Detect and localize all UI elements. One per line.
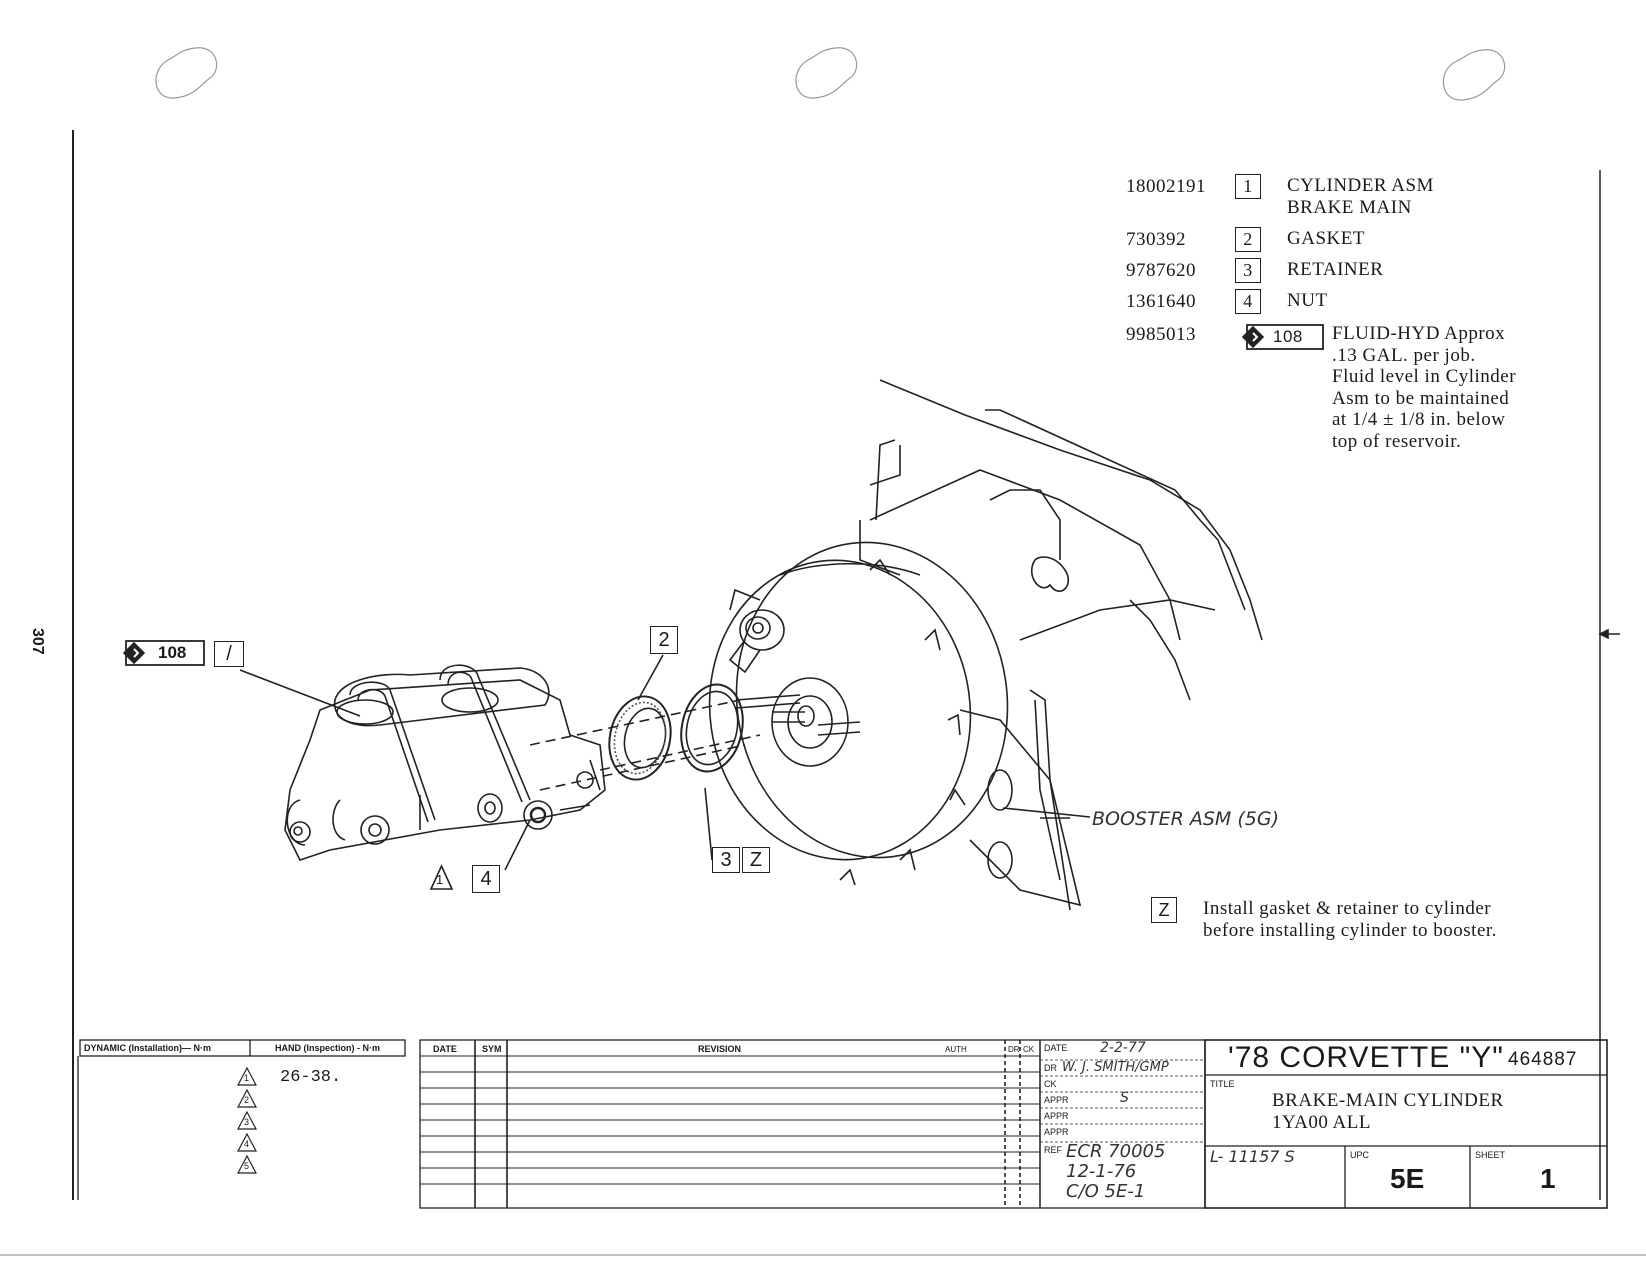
part-ref-box: 3 bbox=[1235, 258, 1261, 283]
sheet-value: 1 bbox=[1540, 1163, 1556, 1194]
part-number: 18002191 bbox=[1126, 176, 1206, 197]
date-label: DATE bbox=[1044, 1043, 1068, 1053]
callout-cylinder: / bbox=[214, 641, 244, 667]
model-title: '78 CORVETTE "Y" bbox=[1228, 1041, 1504, 1074]
torque-tri-label: 5 bbox=[244, 1161, 250, 1171]
part-description-line2: BRAKE MAIN bbox=[1287, 197, 1412, 218]
dr-label: DR bbox=[1044, 1063, 1057, 1073]
part-description: GASKET bbox=[1287, 228, 1365, 249]
appr-label: APPR bbox=[1044, 1095, 1069, 1105]
installation-note: Install gasket & retainer to cylinder be… bbox=[1203, 898, 1497, 942]
callout-nut-triangle-label: 1 bbox=[436, 872, 444, 887]
ref-line: ECR 70005 bbox=[1066, 1141, 1166, 1162]
gasket-part bbox=[608, 695, 672, 781]
callout-gasket: 2 bbox=[650, 626, 678, 654]
fluid-line: top of reservoir. bbox=[1332, 430, 1462, 452]
appr-value: S bbox=[1120, 1090, 1129, 1106]
rev-sym-header: SYM bbox=[482, 1044, 502, 1054]
fluid-line: Fluid level in Cylinder bbox=[1332, 366, 1517, 387]
hand-header: HAND (Inspection) - N·m bbox=[275, 1043, 380, 1053]
upc-value: 5E bbox=[1390, 1163, 1425, 1194]
fluid-ref: 108 bbox=[1273, 327, 1303, 346]
leader-retainer bbox=[704, 787, 713, 861]
appr3-label: APPR bbox=[1044, 1127, 1069, 1137]
fluid-line: at 1/4 ± 1/8 in. below bbox=[1332, 409, 1506, 430]
ck-label: CK bbox=[1044, 1079, 1057, 1089]
torque-tri-label: 3 bbox=[244, 1117, 250, 1127]
punch-hole-center bbox=[795, 47, 858, 99]
title-line: BRAKE-MAIN CYLINDER bbox=[1272, 1090, 1504, 1111]
part-description: RETAINER bbox=[1287, 259, 1384, 280]
torque-value: 26-38. bbox=[280, 1068, 342, 1087]
sheet-label: SHEET bbox=[1475, 1150, 1506, 1160]
punch-hole-right bbox=[1442, 49, 1506, 101]
leader-gasket bbox=[637, 654, 664, 701]
fluid-line: FLUID-HYD Approx bbox=[1332, 323, 1506, 344]
part-ref-box: 4 bbox=[1235, 289, 1261, 314]
title-line: 1YA00 ALL bbox=[1272, 1112, 1371, 1133]
rev-auth-header: AUTH bbox=[945, 1045, 967, 1054]
fluid-tag-diagram bbox=[122, 640, 205, 666]
title-label: TITLE bbox=[1210, 1079, 1235, 1089]
dynamic-header: DYNAMIC (Installation)— N·m bbox=[84, 1043, 211, 1053]
leader-nut bbox=[504, 819, 531, 871]
leader-cylinder bbox=[239, 669, 361, 717]
torque-triangle-nut bbox=[429, 864, 454, 890]
rev-revision-header: REVISION bbox=[698, 1044, 742, 1054]
ref-line: 12-1-76 bbox=[1066, 1161, 1137, 1182]
document-number: 464887 bbox=[1508, 1049, 1578, 1070]
part-ref-box: 2 bbox=[1235, 227, 1261, 252]
dr-value: W. J. SMITH/GMP bbox=[1062, 1060, 1169, 1075]
note-line: before installing cylinder to booster. bbox=[1203, 920, 1497, 941]
part-number: 1361640 bbox=[1126, 291, 1196, 312]
booster-assembly bbox=[708, 379, 1263, 911]
note-ref-box: Z bbox=[1151, 897, 1177, 923]
ref-values: ECR 70005 12-1-76 C/O 5E-1 bbox=[1066, 1142, 1165, 1202]
page-number: 307 bbox=[29, 628, 46, 655]
fluid-description: FLUID-HYD Approx .13 GAL. per job. Fluid… bbox=[1332, 323, 1516, 452]
retainer-part bbox=[680, 683, 744, 773]
rev-date-header: DATE bbox=[433, 1044, 457, 1054]
rev-ck-header: CK bbox=[1023, 1045, 1035, 1054]
ref-line: C/O 5E-1 bbox=[1066, 1181, 1146, 1202]
part-description: NUT bbox=[1287, 290, 1328, 311]
upc-label: UPC bbox=[1350, 1150, 1370, 1160]
part-ref-box: 1 bbox=[1235, 174, 1261, 199]
leader-booster bbox=[1002, 807, 1091, 818]
ref-label: REF bbox=[1044, 1145, 1062, 1155]
fluid-line: .13 GAL. per job. bbox=[1332, 344, 1476, 366]
booster-label: BOOSTER ASM (5G) bbox=[1092, 808, 1279, 830]
part-number: 9787620 bbox=[1126, 260, 1196, 281]
fluid-tag-parts bbox=[1241, 324, 1324, 350]
master-cylinder bbox=[284, 664, 606, 861]
torque-tri-label: 4 bbox=[244, 1139, 250, 1149]
rev-dr-header: DR bbox=[1008, 1045, 1020, 1054]
callout-nut: 4 bbox=[472, 865, 500, 893]
ref-code: L- 11157 S bbox=[1210, 1147, 1295, 1166]
punch-hole-left bbox=[155, 47, 218, 99]
callout-fluid-tag: 108 bbox=[158, 643, 187, 662]
note-line: Install gasket & retainer to cylinder bbox=[1203, 898, 1492, 919]
callout-retainer: 3 bbox=[712, 847, 740, 873]
torque-tri-label: 1 bbox=[244, 1073, 250, 1083]
callout-note-z: Z bbox=[742, 847, 770, 873]
part-number: 730392 bbox=[1126, 229, 1186, 250]
fluid-line: Asm to be maintained bbox=[1332, 387, 1510, 409]
appr2-label: APPR bbox=[1044, 1111, 1069, 1121]
date-value: 2-2-77 bbox=[1100, 1040, 1146, 1056]
part-description: CYLINDER ASM bbox=[1287, 175, 1434, 196]
drawing-title: BRAKE-MAIN CYLINDER 1YA00 ALL bbox=[1272, 1090, 1504, 1134]
fluid-part-number: 9985013 bbox=[1126, 324, 1196, 345]
torque-tri-label: 2 bbox=[244, 1095, 250, 1105]
